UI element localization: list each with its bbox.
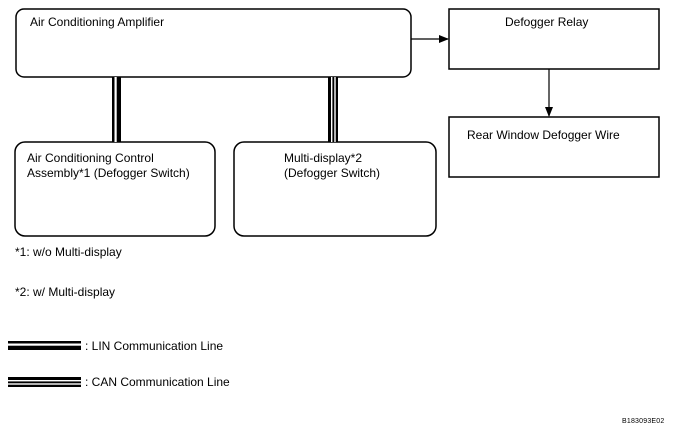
- control-label: Air Conditioning Control Assembly*1 (Def…: [27, 151, 190, 180]
- wire-box: [448, 116, 660, 178]
- can-legend-symbol: [8, 377, 81, 387]
- can-line-multidisplay: [328, 77, 338, 142]
- relay-label: Defogger Relay: [505, 15, 589, 29]
- lin-line-control: [112, 77, 121, 142]
- can-legend-label: : CAN Communication Line: [85, 375, 230, 389]
- lin-legend-label: : LIN Communication Line: [85, 339, 224, 353]
- amplifier-box: [15, 8, 412, 78]
- note-2: *2: w/ Multi-display: [15, 285, 116, 299]
- lin-legend-symbol: [8, 341, 81, 350]
- amplifier-label: Air Conditioning Amplifier: [30, 15, 165, 29]
- figure-code: B183093E02: [622, 418, 665, 425]
- multidisplay-label: Multi-display*2 (Defogger Switch): [284, 151, 381, 180]
- note-1: *1: w/o Multi-display: [15, 245, 122, 259]
- wire-label: Rear Window Defogger Wire: [467, 128, 620, 142]
- relay-box: [448, 8, 660, 70]
